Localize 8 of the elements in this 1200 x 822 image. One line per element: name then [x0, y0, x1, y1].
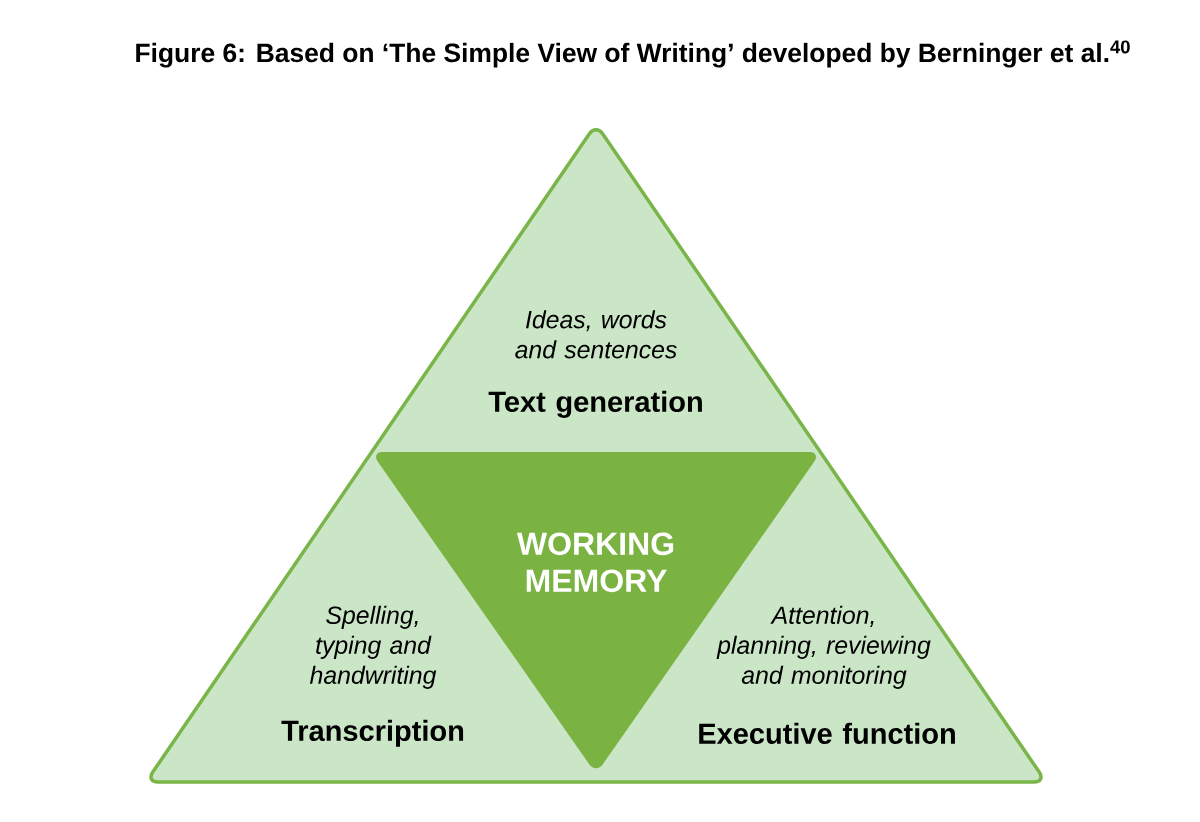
heading-text: Text generation — [488, 390, 702, 418]
description-text: Attention, planning, reviewing and monitoring — [716, 605, 931, 689]
description-text: Spelling, typing and handwriting — [310, 605, 437, 689]
figure-title: Figure 6: Based on ‘The Simple View of Writing’ developed by Berninger et al.$^{40}$ — [136, 40, 1130, 68]
center-label: WORKING MEMORY — [516, 532, 674, 593]
heading-text: Transcription — [281, 719, 464, 747]
description-text: Ideas, words and sentences — [515, 310, 677, 359]
heading-text: Executive function — [699, 722, 955, 744]
